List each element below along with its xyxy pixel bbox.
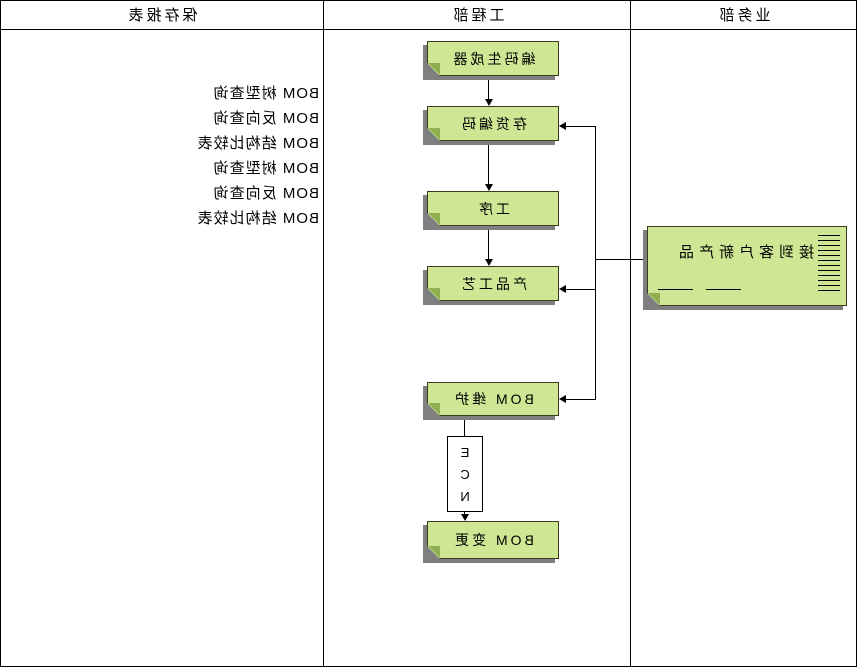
connector-line — [566, 289, 596, 290]
report-item: BOM 结构比较表 — [196, 135, 319, 152]
flow-box-label: 存货编码 — [459, 115, 527, 132]
flow-box-label: 工序 — [476, 200, 510, 217]
connector-line — [566, 126, 596, 127]
connector-line — [488, 226, 489, 259]
report-item: BOM 结构比较表 — [196, 210, 319, 227]
business-box-new-product: 接到客户新产品 — [643, 226, 847, 310]
connector-line — [488, 141, 489, 184]
lane-divider — [323, 1, 324, 666]
flow-box-label: 产品工艺 — [459, 275, 527, 292]
placeholder-line — [706, 289, 741, 290]
arrow-right-icon — [559, 122, 566, 130]
ecn-box: E C N — [447, 436, 483, 512]
ecn-letter: N — [460, 488, 470, 504]
lane-header-engineering-dept: 工程部 — [450, 7, 505, 24]
flow-box-label: BOM 变更 — [452, 532, 534, 548]
flow-box-operation: 工序 — [423, 191, 559, 230]
report-item: BOM 反向查询 — [212, 110, 319, 127]
arrow-down-icon — [485, 99, 493, 106]
report-item: BOM 树型查询 — [212, 85, 319, 102]
connector-line — [595, 126, 596, 399]
ecn-letter: E — [460, 444, 470, 460]
arrow-right-icon — [559, 395, 566, 403]
arrow-down-icon — [485, 259, 493, 266]
report-item: BOM 反向查询 — [212, 185, 319, 202]
arrow-right-icon — [559, 285, 566, 293]
flow-box-bom-change: BOM 变更 — [423, 521, 559, 563]
placeholder-line — [658, 289, 693, 290]
report-item: BOM 树型查询 — [212, 160, 319, 177]
flow-box-inventory-code: 存货编码 — [423, 106, 559, 145]
lined-paper-icon — [818, 235, 840, 291]
flow-box-product-process: 产品工艺 — [423, 266, 559, 305]
arrow-down-icon — [485, 184, 493, 191]
flow-box-code-generator: 编码生成器 — [423, 41, 559, 80]
business-box-label: 接到客户新产品 — [673, 244, 814, 261]
lane-header-saved-reports: 保存报表 — [125, 7, 198, 24]
flow-box-bom-maintenance: BOM 维护 — [423, 382, 559, 420]
connector-line — [596, 259, 647, 260]
arrow-down-icon — [461, 514, 469, 521]
lane-header-business-dept: 业务部 — [716, 7, 771, 24]
flow-box-label: 编码生成器 — [450, 50, 536, 67]
header-separator — [0, 29, 856, 30]
ecn-letter: C — [460, 466, 470, 482]
lane-divider — [630, 1, 631, 666]
flow-box-label: BOM 维护 — [452, 391, 534, 407]
connector-line — [566, 399, 596, 400]
